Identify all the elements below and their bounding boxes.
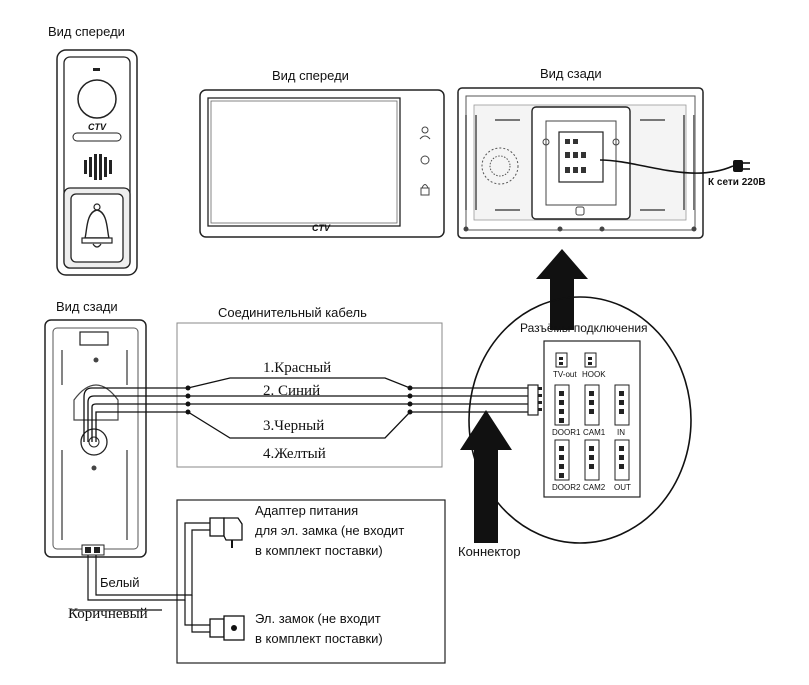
lock-wiring (70, 522, 210, 633)
port-door1-label: DOOR1 (552, 428, 581, 437)
monitor-logo: CTV (312, 223, 330, 233)
bell-icon (81, 203, 113, 248)
monitor-rear-title: Вид сзади (540, 66, 602, 81)
white-wire-label: Белый (100, 575, 140, 590)
call-panel-front (56, 49, 138, 276)
monitor-rear (457, 87, 750, 239)
cable-box (176, 322, 443, 468)
wire-connector (527, 384, 539, 416)
lock-label-line1: Эл. замок (не входит (255, 611, 381, 626)
port-cam2-label: CAM2 (583, 483, 606, 492)
monitor-front (199, 89, 445, 238)
port-out-label: OUT (614, 483, 631, 492)
arrow-up-connector (460, 410, 512, 543)
cable-title: Соединительный кабель (218, 305, 367, 320)
port-tvout-label: TV-out (553, 370, 577, 379)
wire-blue-label: 2. Синий (263, 383, 321, 399)
connector-callout (468, 296, 692, 544)
power-adapter-icon (209, 517, 243, 548)
wire-red-label: 1.Красный (263, 360, 332, 376)
adapter-label-line1: Адаптер питания (255, 503, 359, 518)
connector-label: Коннектор (458, 544, 521, 559)
wire-yellow-label: 4.Желтый (263, 446, 326, 462)
panel-rear-title: Вид сзади (56, 299, 118, 314)
panel-front-title: Вид спереди (48, 24, 125, 39)
power-plug-icon (733, 160, 750, 172)
speaker-grille (84, 154, 112, 180)
arrow-up-monitor (536, 249, 588, 330)
monitor-front-title: Вид спереди (272, 68, 349, 83)
power-label: К сети 220В (708, 177, 766, 188)
adapter-label-line3: в комплект поставки) (255, 543, 383, 558)
port-door2-label: DOOR2 (552, 483, 581, 492)
adapter-label-line2: для эл. замка (не входит (255, 523, 405, 538)
panel-logo: CTV (88, 122, 106, 132)
brown-wire-label: Коричневый (68, 606, 148, 622)
wire-black-label: 3.Черный (263, 418, 325, 434)
port-cam1-label: CAM1 (583, 428, 606, 437)
port-in-label: IN (617, 428, 625, 437)
lock-label-line2: в комплект поставки) (255, 631, 383, 646)
connectors-title: Разъёмы подключения (520, 321, 648, 335)
electric-lock-icon (209, 615, 245, 641)
port-hook-label: HOOK (582, 370, 606, 379)
